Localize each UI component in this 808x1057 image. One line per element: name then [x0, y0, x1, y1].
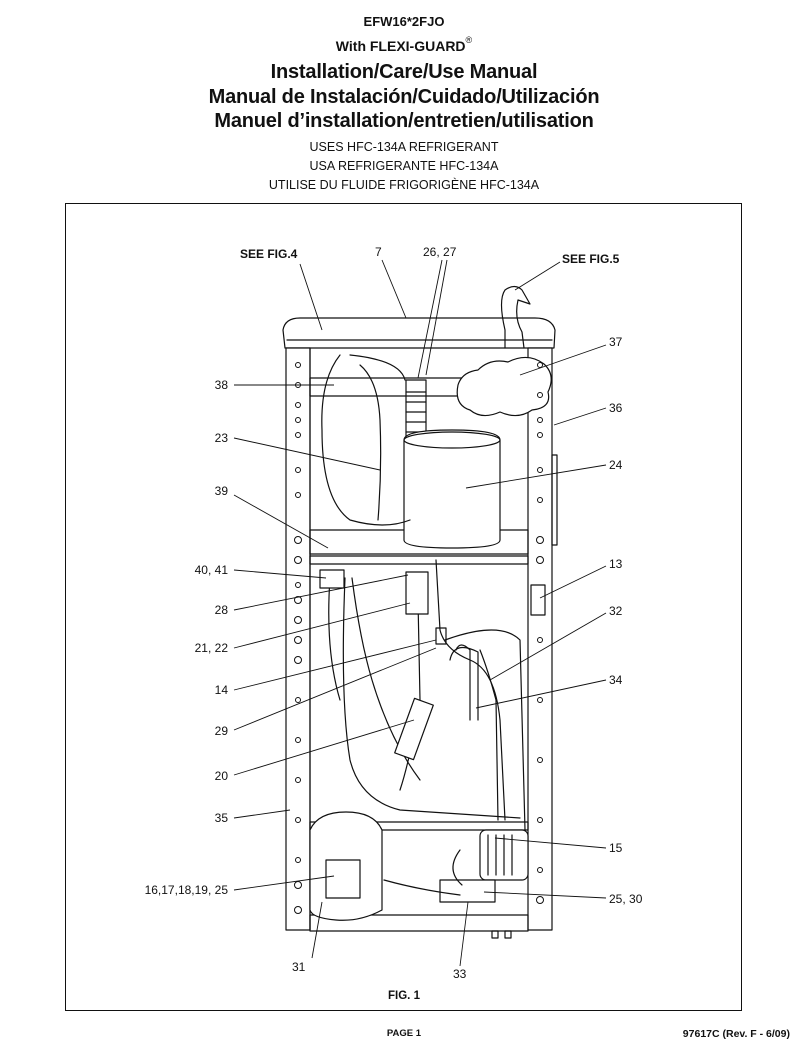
- callout-20: 20: [214, 769, 228, 783]
- callout-28: 28: [214, 603, 228, 617]
- callout-32: 32: [609, 604, 623, 618]
- callout-7: 7: [375, 245, 382, 259]
- page-number: PAGE 1: [386, 1028, 422, 1039]
- callout-15: 15: [609, 841, 623, 855]
- callout-21-22: 21, 22: [194, 641, 228, 655]
- refrigerant-english: USES HFC-134A REFRIGERANT: [309, 140, 499, 154]
- title-spanish: Manual de Instalación/Cuidado/Utilizació…: [208, 86, 600, 108]
- flexi-guard-text: With FLEXI-GUARD: [335, 38, 466, 54]
- registered-mark: ®: [465, 35, 473, 45]
- flexi-guard-line: With FLEXI-GUARD®: [0, 35, 808, 54]
- document-code: 97617C (Rev. F - 6/09): [682, 1028, 790, 1040]
- callout-38: 38: [214, 378, 228, 392]
- callout-29: 29: [214, 724, 228, 738]
- callout-26-27: 26, 27: [423, 245, 457, 259]
- model-number: EFW16*2FJO: [363, 14, 445, 29]
- see-fig5-label: SEE FIG.5: [562, 252, 620, 266]
- callout-40-41: 40, 41: [194, 563, 228, 577]
- callout-35: 35: [214, 811, 228, 825]
- callout-37: 37: [609, 335, 623, 349]
- title-french: Manuel d’installation/entretien/utilisat…: [214, 110, 594, 132]
- see-fig4-label: SEE FIG.4: [240, 247, 298, 261]
- callout-23: 23: [214, 431, 228, 445]
- callout-31: 31: [292, 960, 306, 974]
- callout-24: 24: [609, 458, 623, 472]
- callout-16-17-18-19-25: 16,17,18,19, 25: [144, 883, 228, 897]
- title-english: Installation/Care/Use Manual: [270, 61, 538, 83]
- callout-25-30: 25, 30: [609, 892, 643, 906]
- refrigerant-spanish: USA REFRIGERANTE HFC-134A: [309, 159, 499, 173]
- callout-13: 13: [609, 557, 623, 571]
- callout-34: 34: [609, 673, 623, 687]
- callout-36: 36: [609, 401, 623, 415]
- callout-33: 33: [453, 967, 467, 981]
- callout-14: 14: [214, 683, 228, 697]
- figure-frame: [65, 203, 742, 1011]
- figure-caption: FIG. 1: [388, 990, 420, 1002]
- refrigerant-french: UTILISE DU FLUIDE FRIGORIGÈNE HFC-134A: [268, 178, 540, 192]
- callout-39: 39: [214, 484, 228, 498]
